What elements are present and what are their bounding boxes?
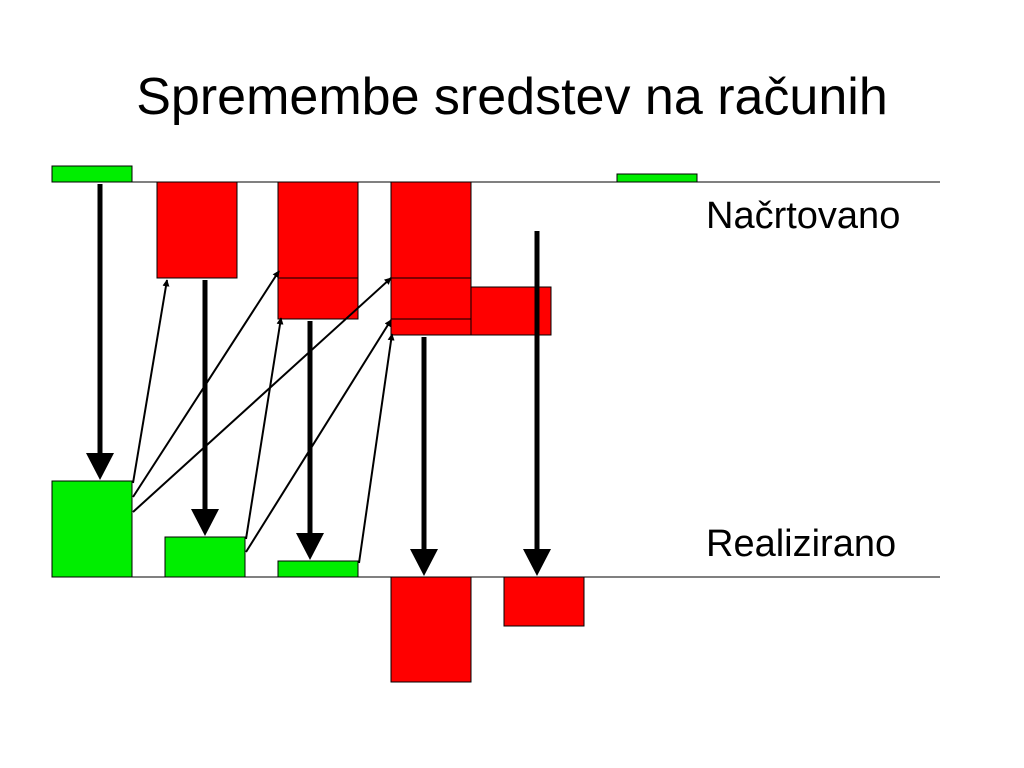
realized-positive-bar-1	[51, 480, 133, 578]
planned-negative-bar-2a	[277, 181, 359, 279]
thick-arrow-5	[523, 231, 551, 576]
planned-negative-bar-3b	[390, 277, 472, 320]
realized-positive-bar-3	[277, 560, 359, 578]
thin-arrow-2	[132, 270, 280, 498]
slide-title: Spremembe sredstev na računih	[136, 68, 888, 126]
planned-negative-bar-1	[156, 181, 238, 279]
thin-arrow-3	[132, 277, 392, 513]
planned-positive-bar-2	[616, 173, 698, 183]
planned-negative-bar-2b	[277, 277, 359, 320]
planned-label: Načrtovano	[706, 195, 900, 237]
thin-arrow-5	[245, 319, 392, 553]
realized-positive-bar-2	[164, 536, 246, 578]
planned-negative-bar-3c	[390, 318, 472, 336]
realized-label: Realizirano	[706, 523, 896, 565]
thick-arrow-4	[410, 337, 438, 576]
thin-arrow-1	[132, 279, 170, 484]
planned-negative-bar-3a	[390, 181, 472, 279]
realized-negative-bar-1	[390, 576, 472, 683]
thin-arrow-6	[358, 333, 395, 564]
thick-arrow-3	[296, 321, 324, 560]
realized-negative-bar-2	[503, 576, 585, 627]
planned-positive-bar-1	[51, 165, 133, 183]
thick-arrow-1	[86, 184, 114, 480]
thin-arrow-4	[245, 317, 284, 540]
thick-arrow-2	[191, 280, 219, 536]
